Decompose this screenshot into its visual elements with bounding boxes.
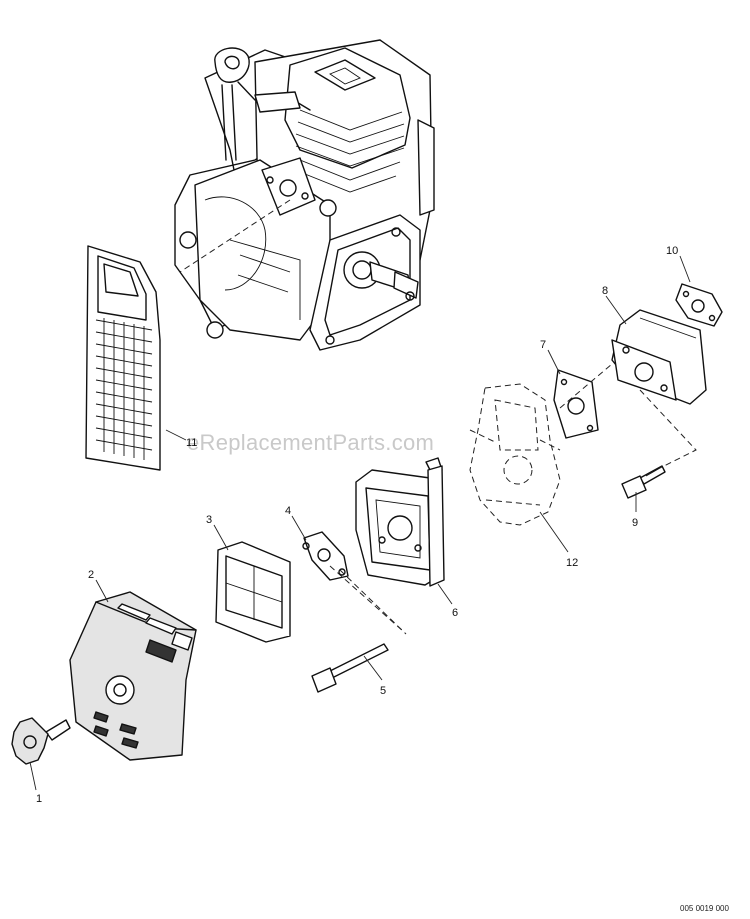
part-8-insulator [611,309,707,405]
part-11-screen [85,245,161,471]
callout-4: 4 [285,505,291,517]
part-9-bolt [621,465,666,499]
part-1-knob [11,717,71,765]
part-6-air-cleaner-base [355,457,445,587]
callout-7: 7 [540,339,546,351]
part-7-gasket [553,369,599,439]
part-5-bolt [311,643,389,693]
part-3-air-filter [215,541,291,643]
part-2-cover [69,591,197,761]
callout-8: 8 [602,285,608,297]
callout-6: 6 [452,607,458,619]
drawing-code: 005 0019 000 [680,904,729,913]
callout-11: 11 [186,437,197,449]
part-12-carburetor [469,383,561,526]
engine-assembly [174,39,435,351]
assembly-lines [179,199,697,635]
watermark: eReplacementParts.com [187,430,434,455]
callout-1: 1 [36,793,42,805]
callout-12: 12 [566,557,578,569]
callout-10: 10 [666,245,678,257]
callout-labels: 1 2 3 4 5 6 7 8 9 10 11 12 [36,245,678,805]
part-10-gasket [675,283,723,327]
leader-lines [29,255,691,791]
callout-9: 9 [632,517,638,529]
callout-2: 2 [88,569,94,581]
callout-3: 3 [206,514,212,526]
callout-5: 5 [380,685,386,697]
part-4-choke [302,531,349,581]
